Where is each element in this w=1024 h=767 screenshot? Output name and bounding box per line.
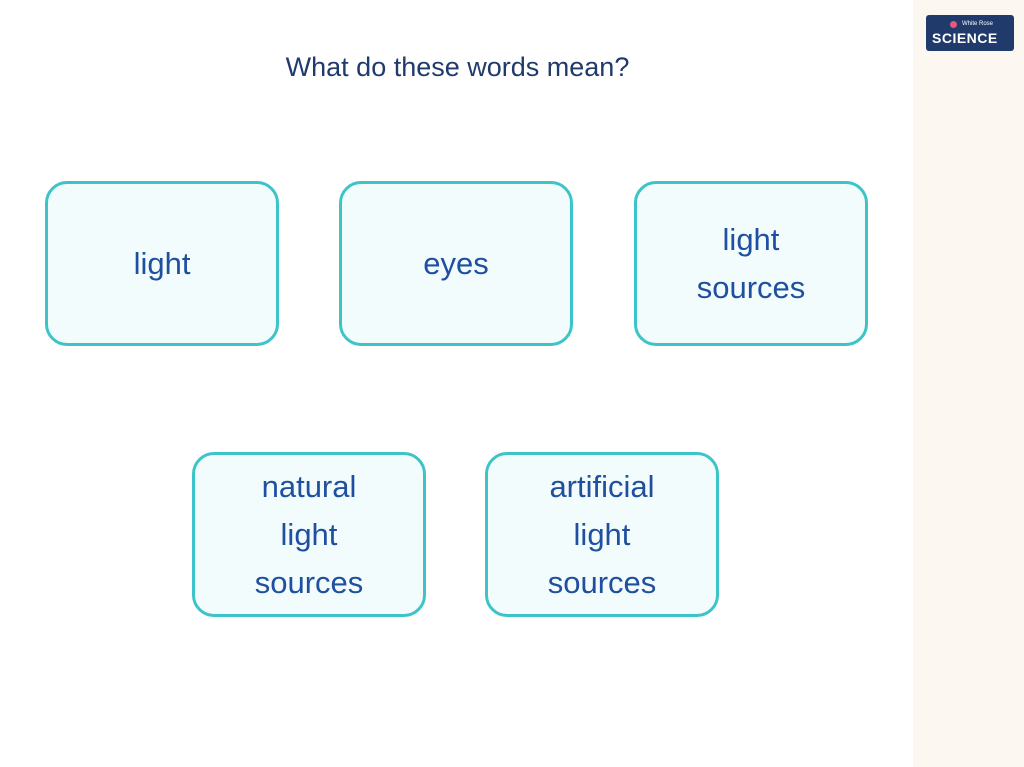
word-card-label: light: [133, 245, 191, 281]
logo-small-text: White Rose: [962, 21, 994, 27]
word-card-label: light sources: [696, 221, 806, 305]
word-card-light-sources: light sources: [634, 181, 868, 346]
word-card-label: artificial light sources: [547, 468, 657, 600]
word-card-natural-light-sources: natural light sources: [192, 452, 426, 617]
word-card-light: light: [45, 181, 279, 346]
word-card-label: natural light sources: [254, 468, 364, 600]
slide-title: What do these words mean?: [285, 52, 630, 82]
side-band: [913, 0, 1024, 767]
word-card-artificial-light-sources: artificial light sources: [485, 452, 719, 617]
logo-big-text: SCIENCE: [932, 30, 998, 46]
rose-icon: [950, 21, 957, 28]
white-rose-science-logo: White Rose SCIENCE: [926, 15, 1014, 51]
word-card-eyes: eyes: [339, 181, 573, 346]
word-card-label: eyes: [423, 245, 489, 281]
